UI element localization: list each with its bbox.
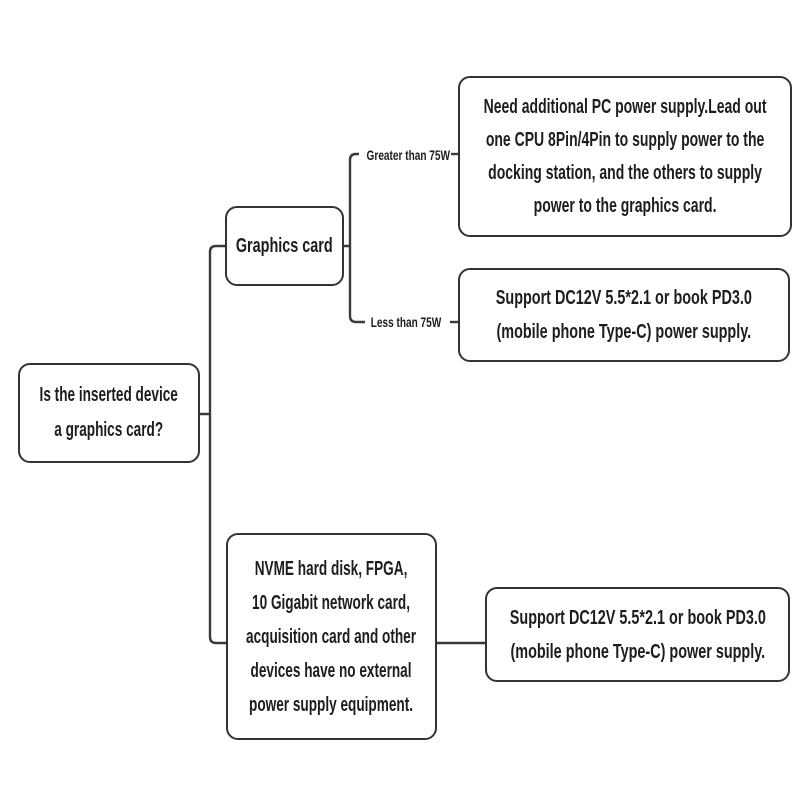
- node-decision: Is the inserted device a graphics card?: [18, 363, 200, 463]
- node-support-dc-1: Support DC12V 5.5*2.1 or book PD3.0 (mob…: [458, 268, 790, 362]
- branch-connector-path: [344, 152, 365, 324]
- node-text-line: Need additional PC power supply.Lead out: [483, 95, 767, 118]
- node-text-line: devices have no external: [250, 659, 413, 682]
- node-graphics-card-text: Graphics card: [236, 235, 333, 258]
- node-text-line: one CPU 8Pin/4Pin to supply power to the: [485, 128, 765, 151]
- node-text-line: power supply equipment.: [249, 693, 414, 716]
- node-text-line: Support DC12V 5.5*2.1 or book PD3.0: [509, 606, 766, 629]
- node-text-line: Graphics card: [236, 234, 333, 257]
- node-need-pc-power-text: Need additional PC power supply.Lead out…: [484, 91, 767, 223]
- node-text-line: acquisition card and other: [246, 625, 417, 648]
- node-support-dc-1-text: Support DC12V 5.5*2.1 or book PD3.0 (mob…: [496, 281, 752, 349]
- node-text-line: Is the inserted device: [39, 384, 179, 406]
- node-text-line: NVME hard disk, FPGA,: [255, 557, 408, 580]
- node-other-devices-text: NVME hard disk, FPGA, 10 Gigabit network…: [246, 552, 416, 722]
- node-need-pc-power: Need additional PC power supply.Lead out…: [458, 76, 792, 237]
- node-text-line: Support DC12V 5.5*2.1 or book PD3.0: [495, 287, 753, 309]
- edge-label-greater-than-75w: Greater than 75W: [366, 147, 451, 163]
- node-text-line: (mobile phone Type-C) power supply.: [496, 321, 752, 343]
- node-text-line: power to the graphics card.: [533, 194, 717, 217]
- node-text-line: docking station, and the others to suppl…: [488, 161, 762, 184]
- node-support-dc-2: Support DC12V 5.5*2.1 or book PD3.0 (mob…: [485, 587, 790, 682]
- trunk-connector-path: [200, 244, 226, 645]
- node-other-devices: NVME hard disk, FPGA, 10 Gigabit network…: [226, 533, 437, 740]
- node-text-line: (mobile phone Type-C) power supply.: [510, 640, 765, 663]
- edge-label-less-than-75w: Less than 75W: [370, 314, 442, 330]
- node-support-dc-2-text: Support DC12V 5.5*2.1 or book PD3.0 (mob…: [509, 601, 765, 669]
- node-decision-text: Is the inserted device a graphics card?: [40, 378, 178, 448]
- node-graphics-card: Graphics card: [225, 206, 344, 286]
- node-text-line: 10 Gigabit network card,: [252, 591, 411, 614]
- node-text-line: a graphics card?: [54, 419, 164, 441]
